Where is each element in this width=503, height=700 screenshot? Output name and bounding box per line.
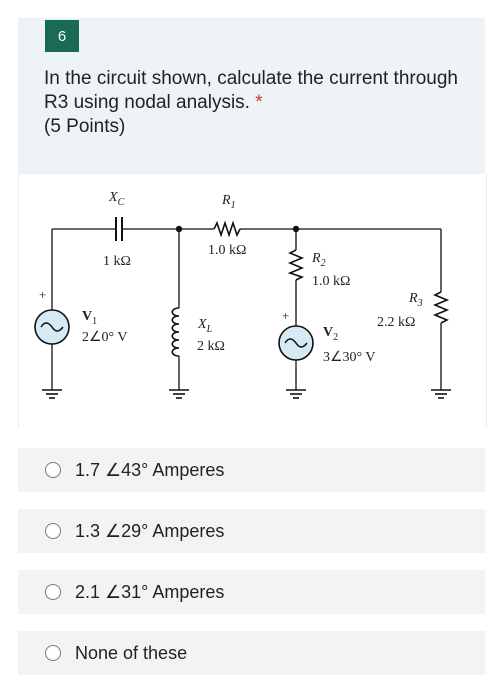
question-header	[18, 18, 485, 174]
node-2	[292, 225, 300, 233]
question-text-block: In the circuit shown, calculate the curr…	[44, 67, 464, 139]
xc-label: XC	[108, 190, 125, 208]
radio-icon[interactable]	[45, 584, 61, 600]
question-number-badge: 6	[45, 20, 79, 52]
r1-label: R1	[221, 193, 236, 211]
radio-icon[interactable]	[45, 645, 61, 661]
option-label: None of these	[75, 642, 188, 663]
r3-value: 2.2 kΩ	[377, 315, 415, 330]
xl-inductor	[171, 307, 180, 357]
radio-icon[interactable]	[45, 462, 61, 478]
answer-option-3[interactable]: 2.1 ∠31° Amperes	[18, 570, 485, 614]
r1-resistor	[213, 220, 241, 238]
circuit-diagram: XC 1 kΩ R1 1.0 kΩ R2 1.0 kΩ R3 2.2 kΩ XL…	[34, 190, 451, 399]
node-1	[175, 225, 183, 233]
radio-icon[interactable]	[45, 523, 61, 539]
r3-label: R3	[408, 291, 423, 309]
answer-option-4[interactable]: None of these	[18, 631, 485, 675]
r2-value: 1.0 kΩ	[312, 274, 350, 289]
v2-value: 3∠30° V	[323, 350, 376, 365]
r3-resistor	[432, 291, 450, 324]
required-marker: *	[255, 92, 263, 113]
answer-option-2[interactable]: 1.3 ∠29° Amperes	[18, 509, 485, 553]
v1-plus: +	[39, 287, 46, 302]
r2-label: R2	[311, 251, 326, 269]
r1-value: 1.0 kΩ	[208, 243, 246, 258]
v2-plus: +	[282, 308, 289, 323]
question-points: (5 Points)	[44, 116, 126, 137]
r2-resistor	[287, 249, 305, 281]
question-text: In the circuit shown, calculate the curr…	[44, 68, 459, 113]
v1-label: V1	[82, 309, 97, 327]
xl-label: XL	[197, 317, 213, 335]
xc-value: 1 kΩ	[103, 254, 131, 269]
circuit-figure: XC 1 kΩ R1 1.0 kΩ R2 1.0 kΩ R3 2.2 kΩ XL…	[18, 174, 487, 428]
v1-value: 2∠0° V	[82, 330, 128, 345]
option-label: 1.3 ∠29° Amperes	[75, 520, 225, 541]
answer-option-1[interactable]: 1.7 ∠43° Amperes	[18, 448, 485, 492]
option-label: 1.7 ∠43° Amperes	[75, 459, 225, 480]
v2-label: V2	[323, 325, 338, 343]
option-label: 2.1 ∠31° Amperes	[75, 581, 225, 602]
xl-value: 2 kΩ	[197, 339, 225, 354]
